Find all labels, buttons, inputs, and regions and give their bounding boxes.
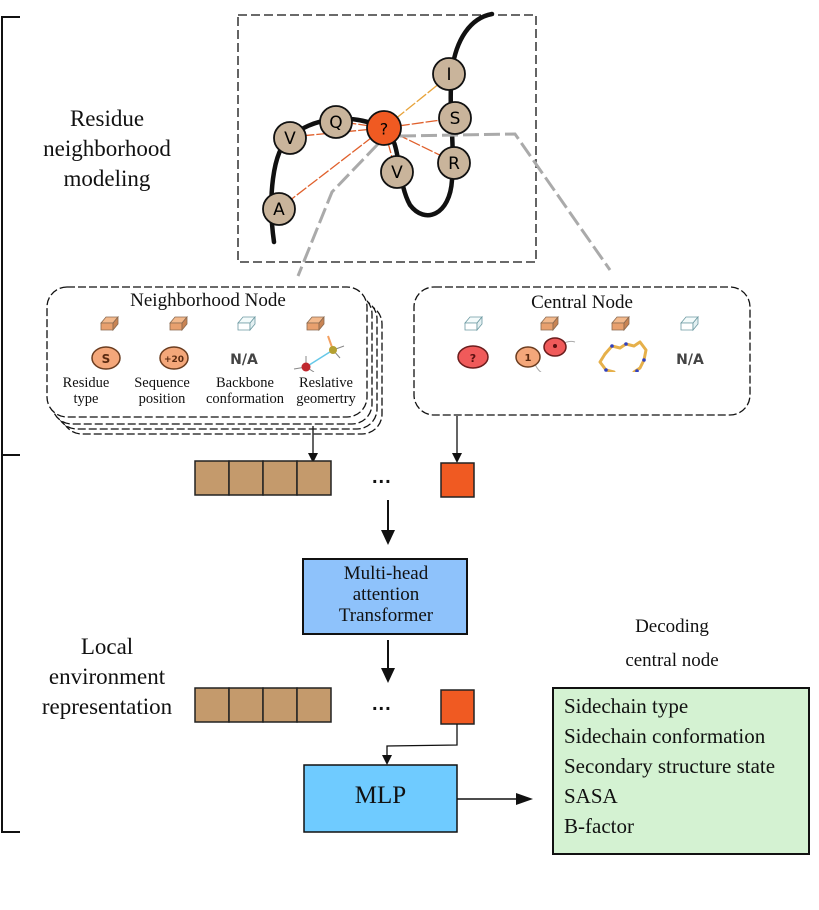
residue-nodes: A V Q V I S R ? xyxy=(262,57,472,226)
section-brackets xyxy=(1,16,20,833)
neighbor-token xyxy=(194,687,230,723)
neighbor-token xyxy=(296,460,332,496)
ellipsis-output: ... xyxy=(372,693,392,715)
residue-node-Q: Q xyxy=(319,105,353,139)
residue-label: Q xyxy=(329,113,342,133)
residue-node-I: I xyxy=(432,57,466,91)
residue-node-S: S xyxy=(438,101,472,135)
section-label-line: neighborhood xyxy=(43,136,171,161)
residue-label: I xyxy=(446,65,451,85)
feature-enabled-icon xyxy=(306,316,325,331)
protein-chain-panel: A V Q V I S R ? xyxy=(237,11,612,277)
neighborhood-node-card xyxy=(46,286,368,418)
arrow-central-to-mlp xyxy=(386,724,458,758)
residue-label: S xyxy=(450,109,461,129)
neighbor-token xyxy=(296,687,332,723)
section-label-neighborhood-modeling: Residue neighborhood modeling xyxy=(22,104,192,194)
central-token-input xyxy=(440,462,475,498)
guide-to-neighborhood xyxy=(296,142,380,277)
output-item: B-factor xyxy=(564,814,634,838)
svg-text:?: ? xyxy=(470,352,476,365)
svg-text:+20: +20 xyxy=(164,355,184,365)
residue-label: R xyxy=(448,154,460,174)
neighbor-token xyxy=(194,460,230,496)
section-label-line: modeling xyxy=(63,166,151,191)
central-node-title: Central Node xyxy=(531,292,633,313)
neighbor-token xyxy=(262,460,298,496)
svg-text:S: S xyxy=(102,352,111,366)
central-residue-label: ? xyxy=(380,120,389,139)
svg-text:1: 1 xyxy=(525,353,532,364)
feature-enabled-icon xyxy=(169,316,188,331)
neighbor-token-row-output xyxy=(194,687,332,723)
residue-node-A: A xyxy=(262,192,296,226)
residue-node-R: R xyxy=(437,146,471,180)
chain-frame xyxy=(237,14,537,263)
central-token-output xyxy=(440,689,475,725)
edge-to-A xyxy=(279,127,385,209)
output-item: Sidechain conformation xyxy=(564,724,766,748)
decoding-title: Decoding central node xyxy=(625,616,719,671)
residue-label: V xyxy=(284,129,296,149)
central-node-card-frame xyxy=(413,286,751,416)
feature-disabled-icon xyxy=(680,316,699,331)
section-label-line: Residue xyxy=(69,106,145,131)
relative-geometry-icon xyxy=(293,335,345,372)
feature-disabled-icon xyxy=(237,316,256,331)
residue-label: A xyxy=(273,200,285,220)
section-label-line: Local xyxy=(80,634,134,659)
residue-node-V: V xyxy=(273,121,307,155)
bracket-local-environment xyxy=(1,454,20,833)
unknown-residue-type-icon: ? xyxy=(457,345,489,369)
sequence-position-icon: 1 xyxy=(515,337,576,372)
output-item: SASA xyxy=(564,784,618,808)
residue-label: V xyxy=(391,163,403,183)
residue-node-V: V xyxy=(380,155,414,189)
section-label-local-environment: Local environment representation xyxy=(22,632,192,722)
neighbor-token xyxy=(262,687,298,723)
central-residue-node: ? xyxy=(366,110,402,146)
feature-enabled-icon xyxy=(540,316,559,331)
neighborhood-node-stack xyxy=(46,286,383,435)
section-label-line: environment xyxy=(48,664,166,689)
zoom-guide-lines xyxy=(296,132,612,277)
transformer-label: Multi-head attention Transformer xyxy=(338,563,434,626)
na-icon: N/A xyxy=(676,352,704,368)
output-item: Sidechain type xyxy=(564,694,689,718)
feature-disabled-icon xyxy=(464,316,483,331)
sequence-position-icon: +20 xyxy=(159,346,189,370)
guide-to-central xyxy=(399,132,612,271)
neighborhood-feature-icons: S +20 N/A xyxy=(91,316,345,372)
section-label-line: representation xyxy=(41,694,173,719)
decoded-outputs-list: Sidechain type Sidechain conformation Se… xyxy=(564,691,814,841)
neighbor-token xyxy=(228,687,264,723)
neighbor-token xyxy=(228,460,264,496)
mlp-label: MLP xyxy=(354,782,407,809)
neighborhood-node-title: Neighborhood Node xyxy=(130,290,286,311)
neighbor-token-row-input xyxy=(194,460,332,496)
output-item: Secondary structure state xyxy=(564,754,776,778)
backbone-structure-icon xyxy=(598,340,648,372)
residue-type-icon: S xyxy=(91,346,121,370)
feature-enabled-icon xyxy=(100,316,119,331)
feature-enabled-icon xyxy=(611,316,630,331)
ellipsis-input: ... xyxy=(372,466,392,488)
central-feature-icons: ? 1 N/A xyxy=(457,316,704,372)
backbone-conformation-na: N/A xyxy=(230,352,258,368)
central-node-card xyxy=(413,286,751,416)
